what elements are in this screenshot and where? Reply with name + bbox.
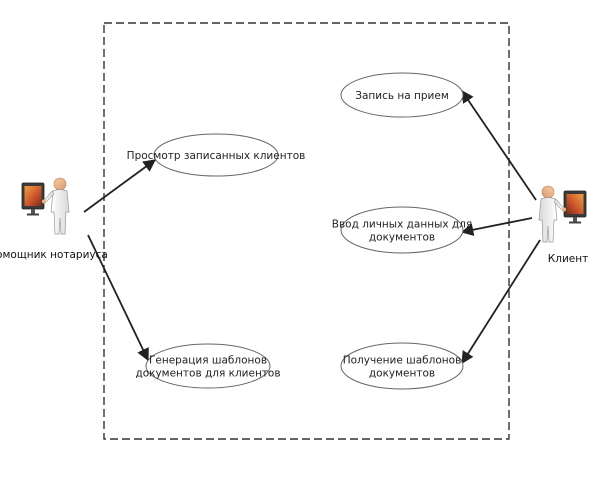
- associations: [83, 89, 541, 365]
- actor-label: Клиент: [548, 253, 588, 265]
- actor-label: Помощник нотариуса: [0, 249, 108, 261]
- use-case-ellipse: [340, 342, 464, 390]
- actors: Помощник нотариуса Клиент: [0, 177, 588, 265]
- actor-client[interactable]: Клиент: [538, 185, 588, 265]
- use-case-label: документов для клиентов: [135, 368, 280, 380]
- association-client-uc_receive: [461, 239, 541, 365]
- use-case-label: Просмотр записанных клиентов: [127, 150, 306, 162]
- use-case-label: Запись на прием: [355, 90, 449, 102]
- use-case-label: Генерация шаблонов: [149, 355, 267, 367]
- system-boundary: [103, 22, 510, 440]
- association-assistant-uc_view: [83, 159, 157, 213]
- association-client-uc_appointment: [461, 89, 537, 201]
- association-client-uc_personal: [460, 217, 533, 236]
- person-at-computer-icon: [21, 177, 70, 235]
- use-case-ellipse: [145, 343, 271, 389]
- person-at-computer-icon: [538, 185, 587, 243]
- use-case-label: документов: [369, 232, 435, 244]
- use-case-label: документов: [369, 368, 435, 380]
- use-case-ellipse: [153, 133, 279, 177]
- association-assistant-uc_generate: [87, 234, 149, 362]
- use-case-ellipse: [340, 206, 464, 254]
- use-case-ellipse: [340, 72, 464, 118]
- use-case-label: Ввод личных данных для: [332, 219, 472, 231]
- actor-assistant[interactable]: Помощник нотариуса: [0, 177, 108, 261]
- use-case-uc-appointment[interactable]: Запись на прием: [340, 72, 464, 118]
- use-case-label: Получение шаблонов: [343, 355, 462, 367]
- use-case-uc-view[interactable]: Просмотр записанных клиентов: [127, 133, 306, 177]
